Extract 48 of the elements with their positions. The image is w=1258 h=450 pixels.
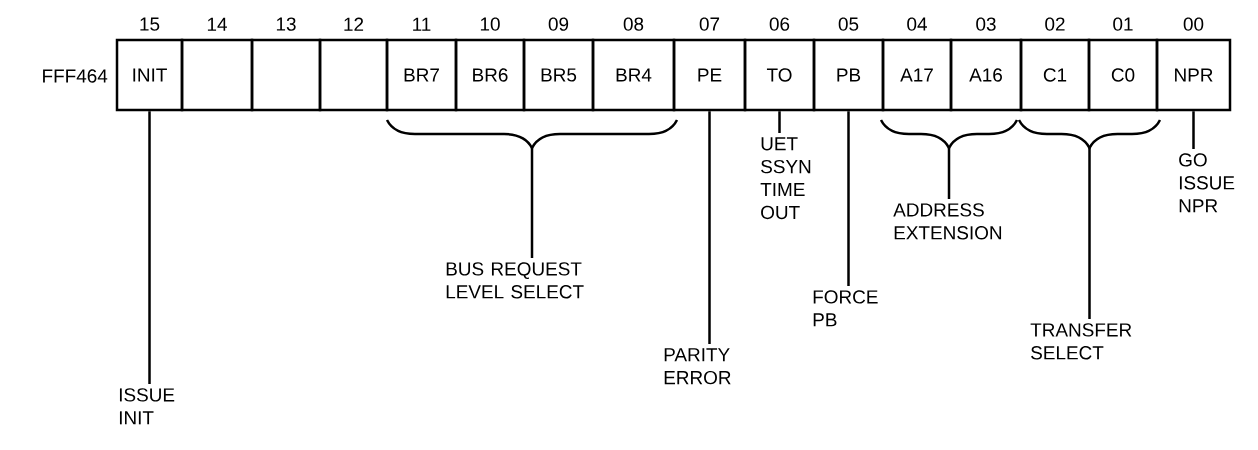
bit-number: 04 (907, 17, 927, 31)
field-description: PARITY ERROR (664, 348, 731, 385)
bit-number: 00 (1183, 17, 1204, 31)
bit-cell: PE (672, 38, 747, 112)
bit-cell: BR4 (591, 38, 676, 112)
bit-cell: BR6 (454, 38, 526, 112)
field-description: TRANSFER SELECT (1030, 323, 1132, 360)
bit-number: 03 (976, 17, 996, 31)
bit-cell: C0 (1087, 38, 1159, 112)
bit-number: 10 (480, 17, 500, 31)
leader-line (947, 147, 951, 199)
bit-number: 05 (838, 17, 859, 31)
field-description: BUS REQUEST LEVEL SELECT (446, 262, 584, 299)
bit-number: 02 (1045, 17, 1065, 31)
bit-cell: NPR (1155, 38, 1232, 112)
field-description: GO ISSUE NPR (1179, 153, 1235, 213)
bit-cell: BR5 (522, 38, 595, 112)
field-description: ADDRESS EXTENSION (893, 203, 1002, 240)
bit-number: 13 (276, 17, 296, 31)
leader-line (847, 111, 850, 286)
bit-cell: A16 (949, 38, 1023, 112)
bit-number: 12 (344, 17, 364, 31)
bit-number: 11 (413, 17, 431, 31)
bit-number: 07 (699, 17, 720, 31)
bit-cell: BR7 (385, 38, 458, 112)
brace (879, 119, 1019, 150)
brace (385, 119, 679, 150)
leader-line (778, 111, 781, 133)
bit-number: 14 (207, 17, 227, 31)
brace (1017, 119, 1162, 150)
bit-cell: TO (743, 38, 816, 112)
leader-line (530, 147, 534, 258)
bit-number: 08 (623, 17, 644, 31)
bit-number: 15 (140, 17, 160, 31)
bit-number: 06 (769, 17, 790, 31)
bit-cell: INIT (115, 38, 184, 112)
field-description: ISSUE INIT (119, 388, 175, 425)
bit-number: 01 (1113, 17, 1133, 31)
field-description: FORCE PB (813, 290, 878, 327)
bit-cell: PB (812, 38, 885, 112)
leader-line (148, 111, 151, 384)
bit-cell: C1 (1019, 38, 1091, 112)
bit-cell: A17 (881, 38, 953, 112)
field-description: UET SSYN TIME OUT (760, 137, 811, 220)
leader-line (708, 111, 711, 344)
leader-line (1088, 147, 1091, 319)
bit-number: 09 (548, 17, 569, 31)
leader-line (1192, 111, 1195, 149)
